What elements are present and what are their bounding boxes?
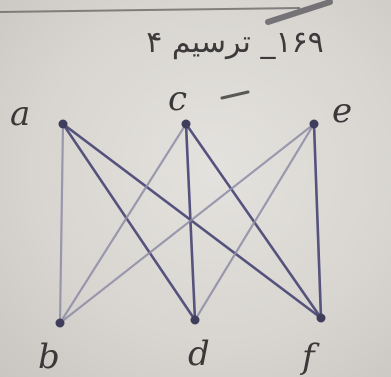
edge-e-f: [312, 122, 323, 320]
edge-a-d: [61, 122, 197, 322]
node-d: [190, 315, 200, 325]
top-pen-stroke: [265, 0, 333, 25]
edge-e-d: [193, 122, 316, 322]
edges-layer: [58, 122, 323, 325]
edge-a-f: [61, 122, 323, 320]
heading-caption: ۱۶۹_ ترسیم ۴: [146, 25, 324, 60]
node-label-a: a: [10, 94, 30, 134]
node-label-c: c: [168, 79, 187, 119]
node-b: [55, 318, 65, 328]
node-label-e: e: [332, 91, 352, 131]
node-label-b: b: [38, 337, 60, 377]
nodes-layer: [55, 119, 326, 328]
heading-dash: [220, 90, 250, 100]
edge-c-f: [184, 122, 323, 320]
node-label-f: f: [299, 337, 320, 377]
edge-a-b: [58, 122, 65, 325]
edge-e-b: [58, 122, 316, 325]
node-e: [309, 119, 319, 129]
node-a: [58, 119, 68, 129]
top-rule-line: [0, 7, 301, 13]
node-c: [181, 119, 191, 129]
node-f: [316, 313, 326, 323]
edge-c-b: [58, 122, 188, 325]
node-label-d: d: [188, 334, 210, 374]
